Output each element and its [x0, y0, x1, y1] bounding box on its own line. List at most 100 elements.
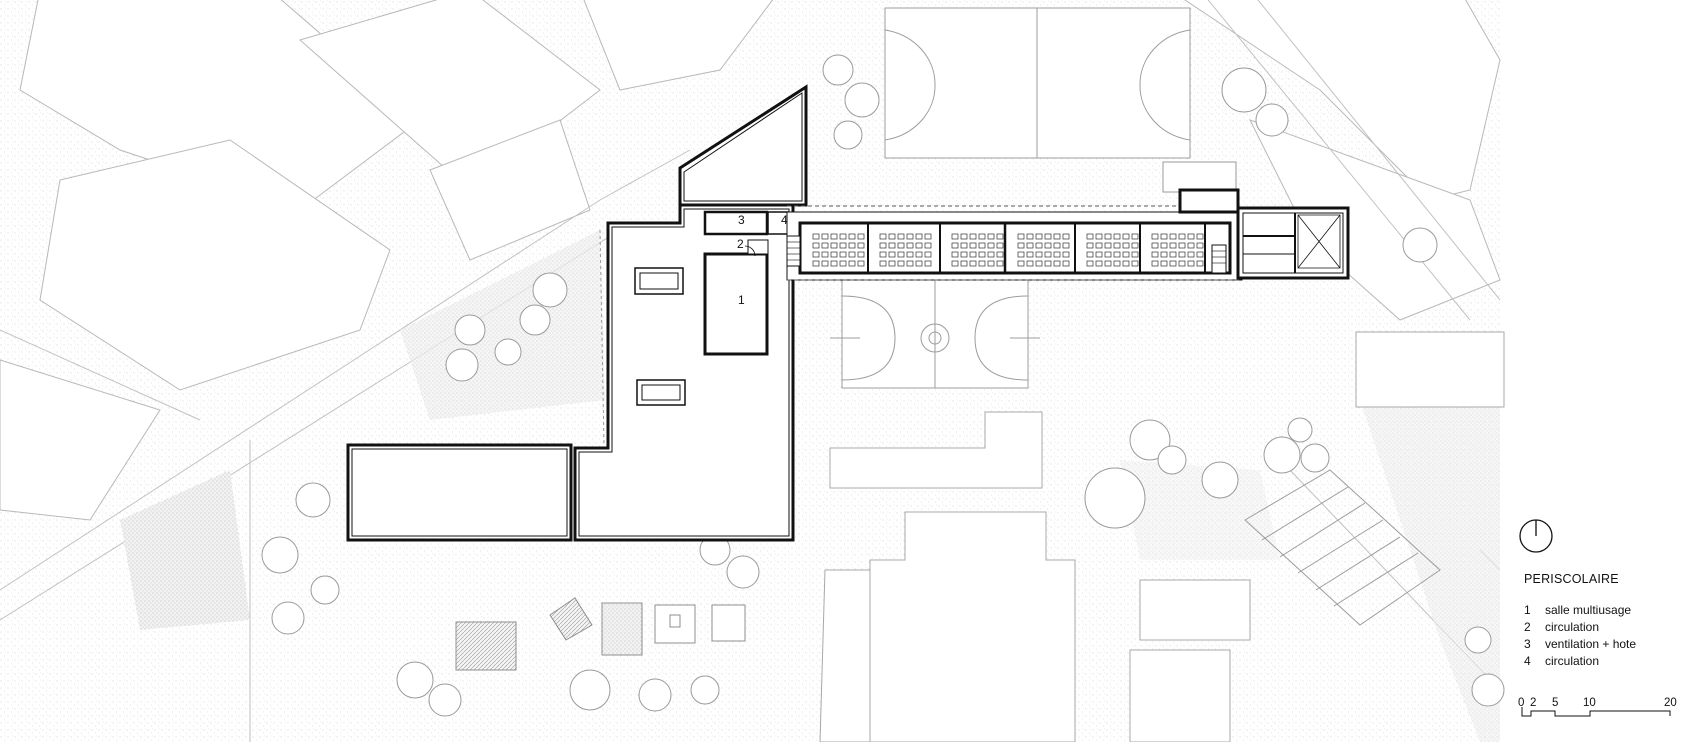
desk — [1017, 233, 1025, 240]
parking-stalls — [1244, 469, 1441, 626]
desk — [1178, 233, 1186, 240]
garden-structures — [455, 597, 746, 671]
desk — [1187, 233, 1195, 240]
desk — [1122, 242, 1130, 249]
desk — [915, 251, 923, 258]
desk — [812, 242, 820, 249]
desk — [951, 242, 959, 249]
desk — [1095, 251, 1103, 258]
room-number-3: 3 — [738, 213, 745, 227]
desk — [960, 251, 968, 258]
desk — [915, 242, 923, 249]
desk — [996, 251, 1004, 258]
desk — [987, 251, 995, 258]
desk — [1178, 242, 1186, 249]
legend-item-number: 2 — [1524, 620, 1531, 634]
desk — [960, 233, 968, 240]
desk — [848, 251, 856, 258]
desk — [960, 242, 968, 249]
desk — [848, 242, 856, 249]
desk — [1122, 251, 1130, 258]
desk — [1062, 260, 1070, 267]
desk — [1026, 242, 1034, 249]
scale-bar — [1521, 707, 1671, 717]
trees — [261, 54, 1505, 717]
desk — [888, 251, 896, 258]
desk — [1196, 233, 1204, 240]
desk — [1160, 233, 1168, 240]
desk — [1086, 242, 1094, 249]
desk — [1062, 233, 1070, 240]
desk — [897, 233, 905, 240]
room-number-2: 2 — [737, 237, 744, 251]
desk — [996, 233, 1004, 240]
desk — [1131, 251, 1139, 258]
legend-item-label: circulation — [1545, 654, 1600, 668]
desk — [1160, 251, 1168, 258]
desk — [987, 233, 995, 240]
desk — [906, 260, 914, 267]
desk — [1086, 233, 1094, 240]
desk — [821, 242, 829, 249]
desk — [951, 233, 959, 240]
desk — [915, 233, 923, 240]
desk — [1151, 242, 1159, 249]
desk — [821, 233, 829, 240]
desk — [1131, 233, 1139, 240]
desk — [1104, 233, 1112, 240]
desk — [1113, 233, 1121, 240]
desk — [1086, 251, 1094, 258]
desk — [987, 242, 995, 249]
desk — [1160, 242, 1168, 249]
classroom-desks — [812, 233, 1204, 267]
legend-item: 4 circulation — [1524, 653, 1684, 670]
legend-item-label: ventilation + hote — [1545, 637, 1637, 651]
room-number-1: 1 — [738, 293, 745, 307]
desk — [978, 251, 986, 258]
desk — [987, 260, 995, 267]
legend-item: 3 ventilation + hote — [1524, 636, 1684, 653]
scale-label: 0 — [1518, 697, 1525, 709]
desk — [915, 260, 923, 267]
desk — [969, 251, 977, 258]
desk — [830, 260, 838, 267]
scale-label: 5 — [1552, 697, 1559, 709]
desk — [969, 242, 977, 249]
desk — [879, 233, 887, 240]
desk — [1044, 242, 1052, 249]
desk — [1196, 251, 1204, 258]
desk — [1113, 260, 1121, 267]
desk — [1035, 251, 1043, 258]
desk — [1187, 260, 1195, 267]
legend-item-number: 3 — [1524, 637, 1531, 651]
scale-label: 2 — [1530, 697, 1537, 709]
desk — [951, 251, 959, 258]
desk — [897, 242, 905, 249]
desk — [1178, 260, 1186, 267]
desk — [996, 260, 1004, 267]
desk — [888, 260, 896, 267]
desk — [839, 260, 847, 267]
desk — [1151, 251, 1159, 258]
desk — [1104, 260, 1112, 267]
desk — [839, 242, 847, 249]
desk — [1169, 242, 1177, 249]
desk — [1187, 251, 1195, 258]
desk — [1017, 251, 1025, 258]
desk — [857, 233, 865, 240]
desk — [839, 233, 847, 240]
desk — [978, 242, 986, 249]
desk — [839, 251, 847, 258]
legend-item-number: 1 — [1524, 603, 1531, 617]
desk — [857, 260, 865, 267]
desk — [1035, 260, 1043, 267]
desk — [1062, 251, 1070, 258]
scale-label: 20 — [1664, 697, 1677, 709]
desk — [812, 260, 820, 267]
desk — [906, 242, 914, 249]
desk — [1017, 242, 1025, 249]
desk — [1017, 260, 1025, 267]
scale-label: 10 — [1583, 697, 1596, 709]
